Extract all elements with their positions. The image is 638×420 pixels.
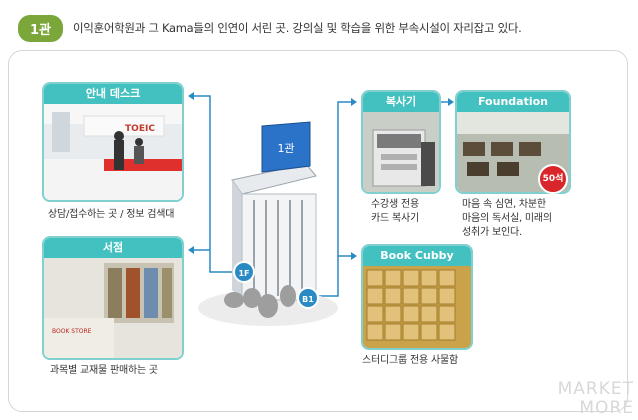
bookstore-caption: 과목별 교재물 판매하는 곳 <box>50 365 158 376</box>
bookstore-card: 서점 BOOK STORE <box>42 236 184 360</box>
library-caption-line3: 성취가 보인다. <box>462 227 522 238</box>
copy-card: 복사기 <box>361 90 441 194</box>
info-desk-title: 안내 데스크 <box>44 84 182 104</box>
library-caption-line1: 마음 속 심연, 차분한 <box>462 199 546 210</box>
cubby-photo <box>363 266 471 348</box>
watermark: MARKET MORE <box>558 380 634 418</box>
bookstore-sign: BOOK STORE <box>52 328 92 335</box>
bookstore-photo: BOOK STORE <box>44 258 182 358</box>
library-caption-line2: 마음의 독서실, 미래의 <box>462 213 552 224</box>
copy-title: 복사기 <box>363 92 439 112</box>
cubby-card: Book Cubby <box>361 244 473 350</box>
page-header: 1관 이익훈어학원과 그 Kama들의 인연이 서린 곳. 강의실 및 학습을 … <box>18 14 618 42</box>
cubby-title: Book Cubby <box>363 246 471 266</box>
header-description: 이익훈어학원과 그 Kama들의 인연이 서린 곳. 강의실 및 학습을 위한 … <box>73 21 522 35</box>
info-desk-card: 안내 데스크 TOEIC <box>42 82 184 202</box>
library-seat-badge: 50석 <box>538 164 568 194</box>
library-card: Foundation Library <box>455 90 571 194</box>
copy-caption-line2: 카드 복사기 <box>371 213 419 224</box>
floor-badge: 1관 <box>18 14 64 42</box>
copy-caption-line1: 수강생 전용 <box>371 199 419 210</box>
info-desk-photo: TOEIC <box>44 104 182 200</box>
toeic-sign: TOEIC <box>125 124 155 134</box>
bookstore-title: 서점 <box>44 238 182 258</box>
library-title: Foundation Library <box>457 92 569 128</box>
watermark-line2: MORE <box>579 398 634 418</box>
cubby-caption: 스터디그룹 전용 사물함 <box>362 355 458 366</box>
watermark-line1: MARKET <box>557 379 634 399</box>
copy-machine-photo <box>363 112 439 192</box>
info-desk-caption: 상담/접수하는 곳 / 정보 검색대 <box>48 209 175 220</box>
